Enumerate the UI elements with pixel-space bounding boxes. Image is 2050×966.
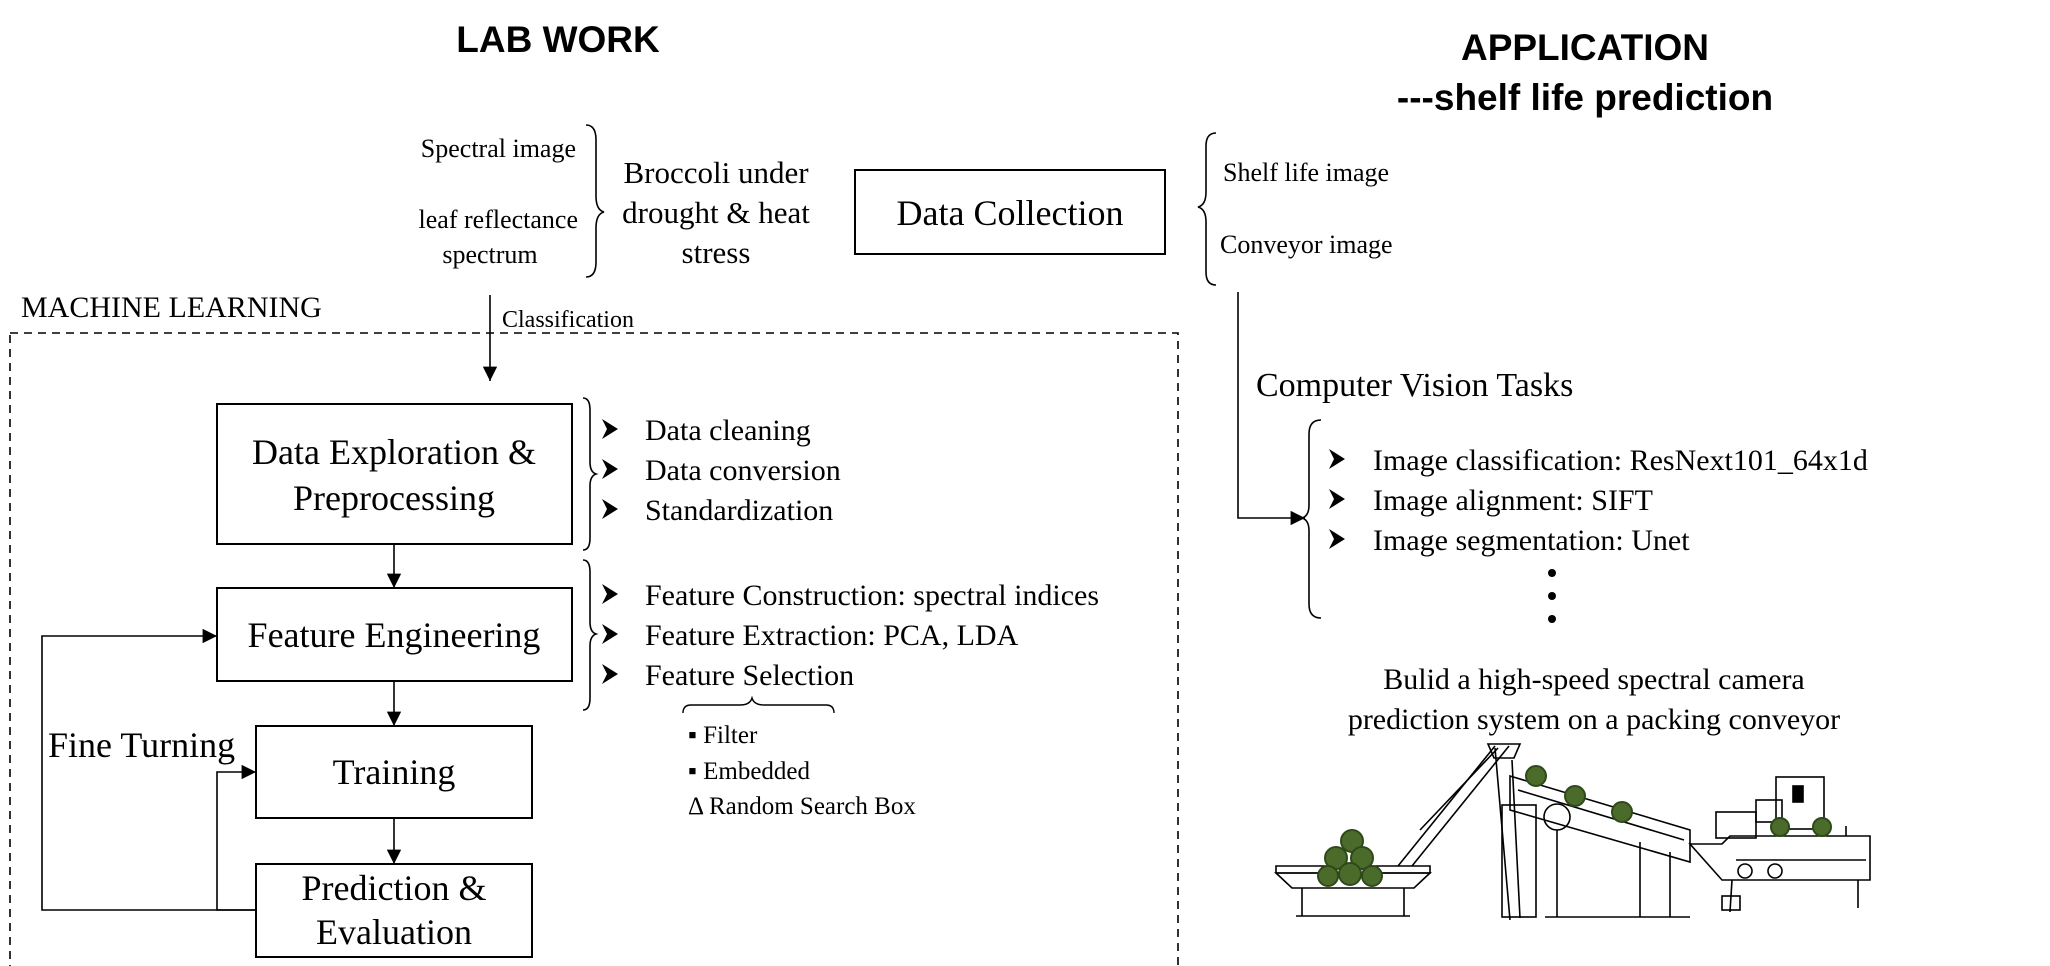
broccoli-icon	[1317, 765, 1832, 887]
cv-tasks-title: Computer Vision Tasks	[1256, 367, 1573, 404]
preprocessing-item: Data cleaning	[645, 414, 811, 447]
broccoli-subject-line1: Broccoli under	[623, 155, 809, 190]
selection-method: ▪ Embedded	[688, 758, 811, 785]
lab-inputs-brace	[585, 124, 605, 278]
bullet-icon	[1329, 529, 1345, 549]
feature-engineering-label: Feature Engineering	[248, 615, 541, 655]
training-label: Training	[333, 752, 456, 792]
broccoli-subject-line2: drought & heat	[622, 195, 810, 230]
cv-task: Image alignment: SIFT	[1373, 484, 1653, 517]
preprocessing-label-line2: Preprocessing	[293, 478, 495, 518]
cv-tasks-brace	[1299, 419, 1322, 619]
preprocessing-label-line1: Data Exploration &	[252, 432, 536, 472]
lab-work-heading: LAB WORK	[456, 19, 660, 60]
system-caption-line1: Bulid a high-speed spectral camera	[1383, 663, 1805, 696]
cv-task: Image classification: ResNext101_64x1d	[1373, 444, 1868, 477]
spectrum-label: spectrum	[442, 240, 537, 269]
bullet-icon	[1329, 449, 1345, 469]
application-subheading: ---shelf life prediction	[1397, 77, 1773, 118]
fine-tuning-label: Fine Turning	[48, 725, 235, 765]
preprocessing-item: Standardization	[645, 494, 833, 527]
bullet-icon	[1329, 489, 1345, 509]
application-inputs-brace	[1197, 132, 1217, 286]
feedback-loop-to-training	[216, 764, 256, 911]
feedback-loop-to-feature-engineering	[41, 628, 256, 911]
bullet-icon	[602, 419, 618, 439]
conveyor-to-cv-arrow	[1237, 292, 1305, 526]
conveyor-image-label: Conveyor image	[1220, 230, 1393, 259]
leaf-reflectance-label: leaf reflectance	[419, 205, 578, 234]
spectral-image-label: Spectral image	[421, 134, 576, 163]
selection-methods-brace	[682, 695, 835, 714]
vertical-ellipsis-icon	[1548, 569, 1556, 623]
classification-label: Classification	[502, 307, 634, 333]
preprocessing-item: Data conversion	[645, 454, 841, 487]
feature-items-brace	[582, 559, 599, 711]
feature-item: Feature Extraction: PCA, LDA	[645, 619, 1019, 652]
feature-item: Feature Construction: spectral indices	[645, 579, 1099, 612]
data-collection-label: Data Collection	[897, 193, 1124, 233]
shelf-life-image-label: Shelf life image	[1223, 158, 1389, 187]
preprocessing-items-brace	[582, 397, 599, 551]
preprocessing-box	[216, 403, 573, 545]
machine-learning-frame	[9, 332, 1179, 966]
bullet-icon	[602, 499, 618, 519]
data-collection-box	[854, 169, 1166, 255]
packing-conveyor-illustration	[1273, 743, 1871, 921]
bullet-icon	[602, 584, 618, 604]
cv-task: Image segmentation: Unet	[1373, 524, 1690, 557]
bullet-icon	[602, 624, 618, 644]
bullet-icon	[602, 664, 618, 684]
application-heading: APPLICATION	[1461, 27, 1709, 68]
selection-method: Δ Random Search Box	[688, 793, 916, 820]
prediction-label-line2: Evaluation	[316, 912, 472, 952]
bullet-icon	[602, 459, 618, 479]
selection-method: ▪ Filter	[688, 722, 758, 749]
feature-item: Feature Selection	[645, 659, 854, 692]
system-caption-line2: prediction system on a packing conveyor	[1348, 703, 1840, 736]
broccoli-subject-line3: stress	[682, 235, 751, 270]
machine-learning-title: MACHINE LEARNING	[21, 291, 322, 324]
prediction-label-line1: Prediction &	[302, 868, 487, 908]
